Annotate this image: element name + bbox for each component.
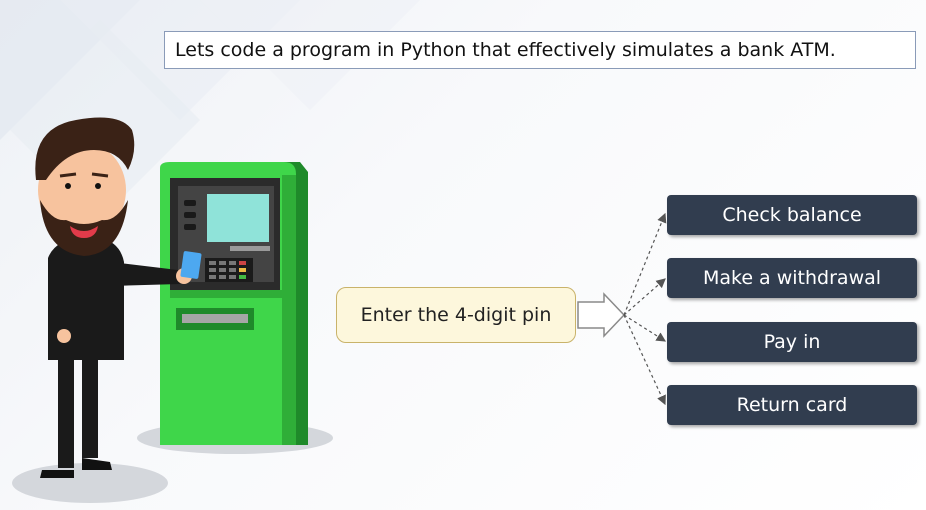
option-return-card: Return card (667, 385, 917, 425)
option-make-withdrawal: Make a withdrawal (667, 258, 917, 298)
option-check-balance: Check balance (667, 195, 917, 235)
page-title: Lets code a program in Python that effec… (164, 31, 916, 69)
enter-pin-step: Enter the 4-digit pin (336, 287, 576, 343)
option-pay-in: Pay in (667, 322, 917, 362)
